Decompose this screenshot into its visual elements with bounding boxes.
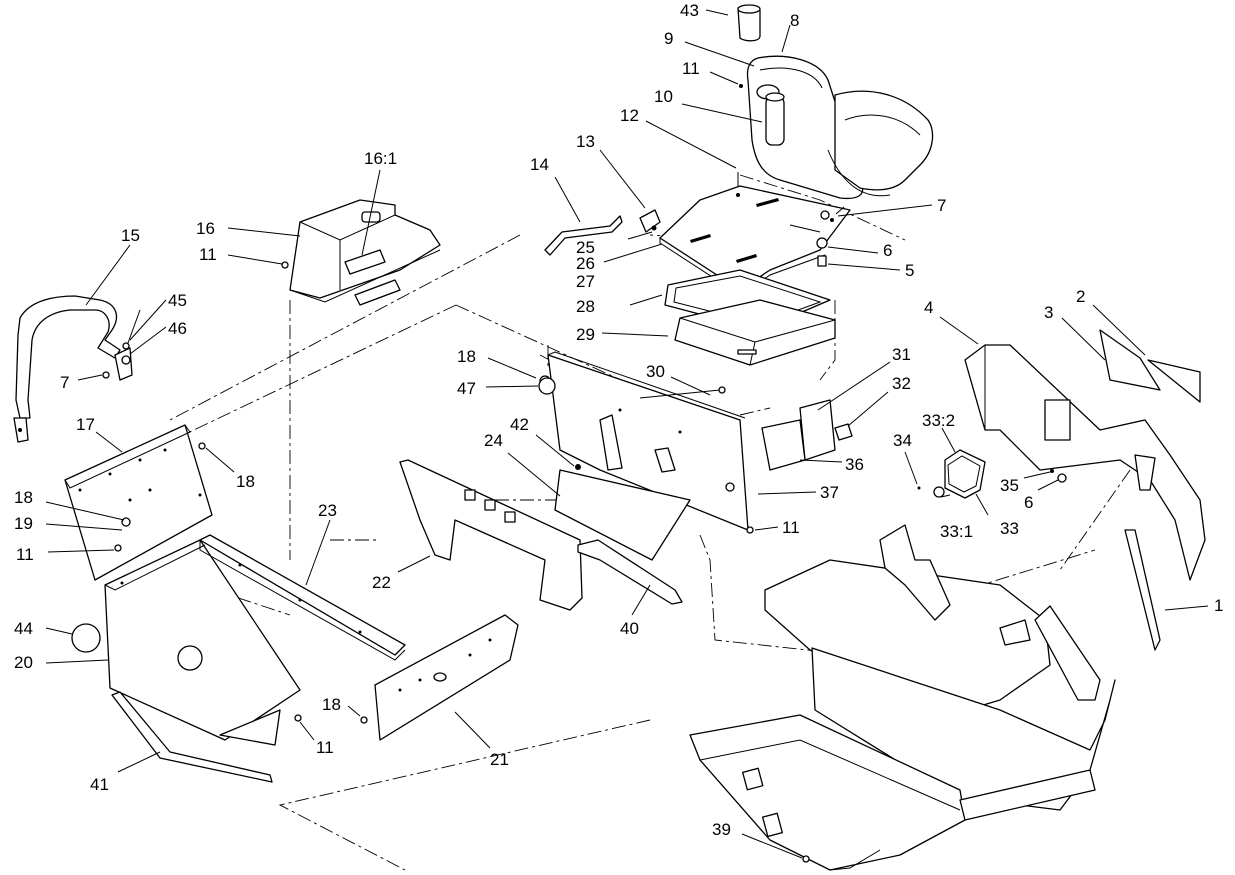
callouts: 43 8 9 11 10 12 13 14 16:1 16 15 11 7 25… [14,1,1223,859]
callout-label: 1 [1214,596,1223,615]
callout-label: 27 [576,272,595,291]
front-side-panel [360,614,519,741]
callout-label: 47 [457,379,476,398]
callout-label: 44 [14,619,33,638]
callout-label: 11 [16,545,34,564]
callout-label: 18 [236,472,255,491]
callout-label: 3 [1044,303,1053,322]
callout-label: 43 [680,1,699,20]
callout-label: 31 [892,345,911,364]
callout-label: 11 [782,518,800,537]
callout-label: 6 [883,241,892,260]
seat [746,55,934,200]
callout-label: 37 [820,483,839,502]
callout-label: 35 [1000,476,1019,495]
callout-label: 36 [845,455,864,474]
callout-label: 5 [905,261,914,280]
callout-label: 26 [576,254,595,273]
callout-label: 41 [90,775,109,794]
pedal-bar [577,539,683,605]
rear-panel [71,539,302,783]
callout-label: 34 [893,431,912,450]
callout-label: 9 [664,29,673,48]
lower-frame [689,647,1116,871]
left-side-panel [64,424,213,581]
grab-handle [13,295,133,443]
callout-label: 17 [76,415,95,434]
callout-label: 28 [576,297,595,316]
callout-label: 4 [924,298,933,317]
callout-label: 33 [1000,519,1019,538]
callout-label: 12 [620,106,639,125]
callout-label: 8 [790,11,799,30]
callout-label: 33:2 [922,411,955,430]
callout-label: 7 [60,373,69,392]
callout-label: 11 [682,59,700,78]
callout-label: 21 [490,750,509,769]
callout-label: 6 [1024,493,1033,512]
callout-label: 18 [14,488,33,507]
callout-label: 10 [654,87,673,106]
callout-label: 30 [646,362,665,381]
control-panel [538,351,754,561]
seat-fasteners [737,172,834,267]
callout-label: 24 [484,431,503,450]
callout-label: 39 [712,820,731,839]
callout-label: 40 [620,619,639,638]
callout-label: 16 [196,219,215,238]
callout-label: 33:1 [940,522,973,541]
callout-label: 7 [937,196,946,215]
callout-label: 19 [14,514,33,533]
callout-label: 32 [892,374,911,393]
cross-member [199,534,406,661]
callout-label: 29 [576,325,595,344]
cover [917,449,1067,499]
callout-label: 20 [14,653,33,672]
misc-hardware [102,4,761,552]
callout-label: 25 [576,238,595,257]
callout-label: 46 [168,319,187,338]
callout-label: 15 [121,226,140,245]
gauge-assembly [761,399,853,471]
callout-label: 14 [530,155,549,174]
upper-console [289,199,441,306]
callout-label: 11 [199,245,217,264]
insulation-pad [399,459,583,611]
callout-label: 13 [576,132,595,151]
right-fender [964,329,1206,651]
callout-label: 22 [372,573,391,592]
callout-label: 16:1 [364,149,397,168]
callout-label: 18 [457,347,476,366]
seat-cushion [674,299,836,366]
callout-label: 42 [510,415,529,434]
callout-label: 11 [316,738,334,757]
callout-label: 23 [318,501,337,520]
callout-label: 45 [168,291,187,310]
seat-rod-and-bracket [544,209,661,256]
callout-label: 18 [322,695,341,714]
callout-label: 2 [1076,287,1085,306]
